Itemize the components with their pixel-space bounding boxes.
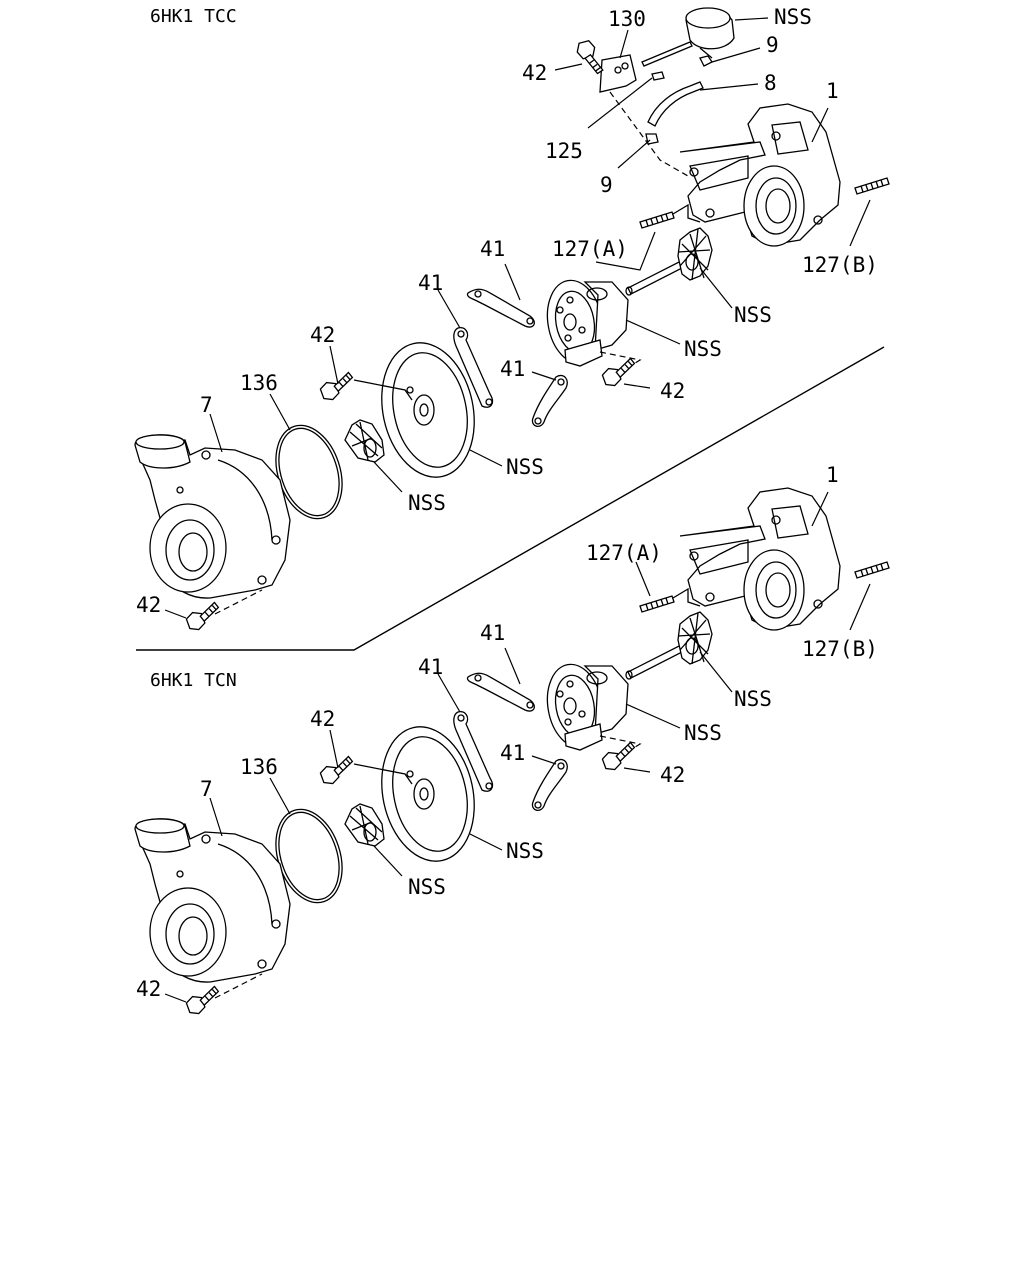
label-125: 125 [545, 139, 583, 163]
section-title: 6HK1 TCC [150, 6, 237, 27]
label-7: 7 [200, 777, 213, 801]
turbine-shaft-wheel [625, 227, 713, 296]
compressor-housing [134, 818, 291, 983]
compressor-wheel [344, 803, 385, 847]
label-1: 1 [826, 79, 839, 103]
clamp-41-c [531, 758, 568, 812]
label-41: 41 [418, 271, 443, 295]
label-42: 42 [310, 323, 335, 347]
label-42: 42 [310, 707, 335, 731]
label-nss: NSS [774, 5, 812, 29]
label-127a: 127(A) [586, 541, 662, 565]
label-42: 42 [136, 593, 161, 617]
label-42: 42 [660, 763, 685, 787]
label-42: 42 [136, 977, 161, 1001]
stud-127a [639, 595, 675, 613]
center-housing [540, 659, 629, 753]
stud-127b [854, 177, 890, 195]
bolt-42-left [317, 755, 358, 787]
leader-lines [164, 17, 871, 619]
label-7: 7 [200, 393, 213, 417]
section-title: 6HK1 TCN [150, 670, 237, 691]
label-136: 136 [240, 371, 278, 395]
label-41: 41 [500, 741, 525, 765]
bolt-42-bottom [183, 985, 224, 1017]
label-41: 41 [480, 621, 505, 645]
clamp-41-c [531, 374, 568, 428]
label-8: 8 [764, 71, 777, 95]
section-6hk1-tcc: 6HK1 TCC [134, 5, 890, 633]
actuator-assembly [574, 7, 735, 177]
label-136: 136 [240, 755, 278, 779]
tcn-parts: 1 127(A) 127(B) NSS NSS 41 41 41 42 42 1… [134, 463, 890, 1017]
bolt-42-bottom [183, 601, 224, 633]
label-42: 42 [660, 379, 685, 403]
bolt-42-left [317, 371, 358, 403]
label-nss: NSS [408, 875, 446, 899]
clamp-41-a [466, 288, 535, 328]
label-nss: NSS [408, 491, 446, 515]
label-41: 41 [418, 655, 443, 679]
compressor-housing [134, 434, 291, 599]
label-127b: 127(B) [802, 253, 878, 277]
label-nss: NSS [734, 303, 772, 327]
label-41: 41 [480, 237, 505, 261]
turbine-housing [679, 103, 841, 247]
center-housing [540, 275, 629, 369]
label-nss: NSS [506, 839, 544, 863]
bolt-42-mid [599, 357, 640, 389]
clamp-41-a [466, 672, 535, 712]
label-nss: NSS [506, 455, 544, 479]
leader-lines [164, 491, 871, 1003]
label-nss: NSS [734, 687, 772, 711]
turbine-shaft-wheel [625, 611, 713, 680]
label-127b: 127(B) [802, 637, 878, 661]
label-127a: 127(A) [552, 237, 628, 261]
stud-127b [854, 561, 890, 579]
label-42: 42 [522, 61, 547, 85]
label-130: 130 [608, 7, 646, 31]
label-nss: NSS [684, 337, 722, 361]
label-41: 41 [500, 357, 525, 381]
label-1: 1 [826, 463, 839, 487]
turbine-housing [679, 487, 841, 631]
compressor-wheel [344, 419, 385, 463]
section-separator [136, 346, 885, 651]
label-9: 9 [766, 33, 779, 57]
stud-127a [639, 211, 675, 229]
label-9: 9 [600, 173, 613, 197]
label-nss: NSS [684, 721, 722, 745]
bolt-42-mid [599, 741, 640, 773]
section-6hk1-tcn: 6HK1 TCN [134, 463, 890, 1017]
